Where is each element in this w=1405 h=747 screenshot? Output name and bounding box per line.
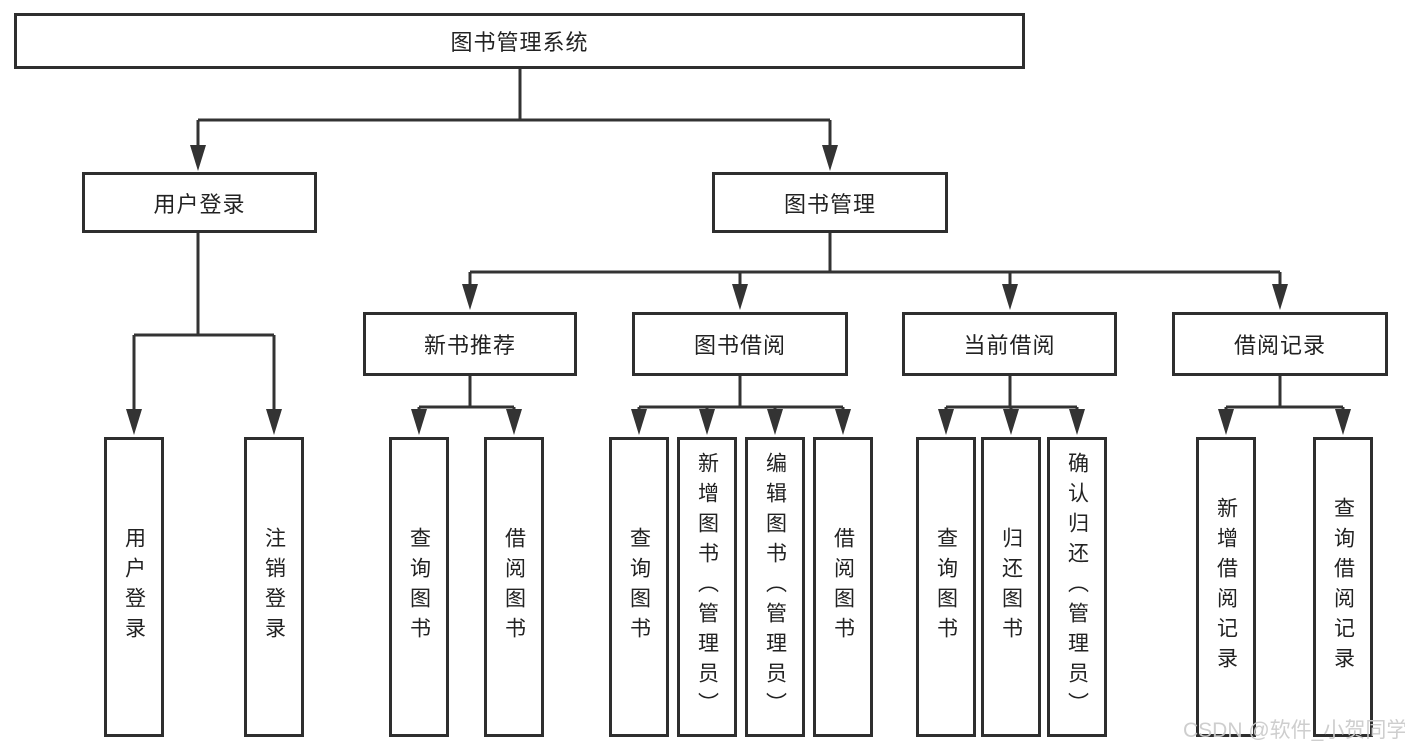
leaf-borrow-books-recommend: 借阅图书: [484, 437, 544, 737]
edge-book-management-children: [468, 233, 1282, 286]
arrowheads: [126, 145, 1351, 435]
leaf-query-books-recommend: 查询图书: [389, 437, 449, 737]
node-root-system: 图书管理系统: [14, 13, 1025, 69]
edge-new-book-children: [417, 376, 516, 411]
edge-current-borrow-children: [944, 376, 1079, 411]
edge-root-to-level2: [196, 69, 832, 147]
leaf-query-books-borrow: 查询图书: [609, 437, 669, 737]
node-new-book-recommend: 新书推荐: [363, 312, 577, 376]
leaf-add-book-admin: 新增图书（管理员）: [677, 437, 737, 737]
node-current-borrow: 当前借阅: [902, 312, 1117, 376]
leaf-add-borrow-record: 新增借阅记录: [1196, 437, 1256, 737]
leaf-user-login: 用户登录: [104, 437, 164, 737]
leaf-confirm-return-admin: 确认归还（管理员）: [1047, 437, 1107, 737]
node-borrow-records: 借阅记录: [1172, 312, 1388, 376]
node-book-management: 图书管理: [712, 172, 948, 233]
node-user-login: 用户登录: [82, 172, 317, 233]
leaf-query-books-current: 查询图书: [916, 437, 976, 737]
leaf-borrow-books: 借阅图书: [813, 437, 873, 737]
leaf-return-books: 归还图书: [981, 437, 1041, 737]
leaf-logout: 注销登录: [244, 437, 304, 737]
edge-book-borrow-children: [637, 376, 845, 411]
edge-user-login-children: [132, 233, 276, 410]
leaf-query-borrow-record: 查询借阅记录: [1313, 437, 1373, 737]
node-book-borrow: 图书借阅: [632, 312, 848, 376]
csdn-watermark: CSDN @软件_小贺同学: [1183, 719, 1405, 742]
leaf-edit-book-admin: 编辑图书（管理员）: [745, 437, 805, 737]
edge-borrow-records-children: [1224, 376, 1345, 411]
